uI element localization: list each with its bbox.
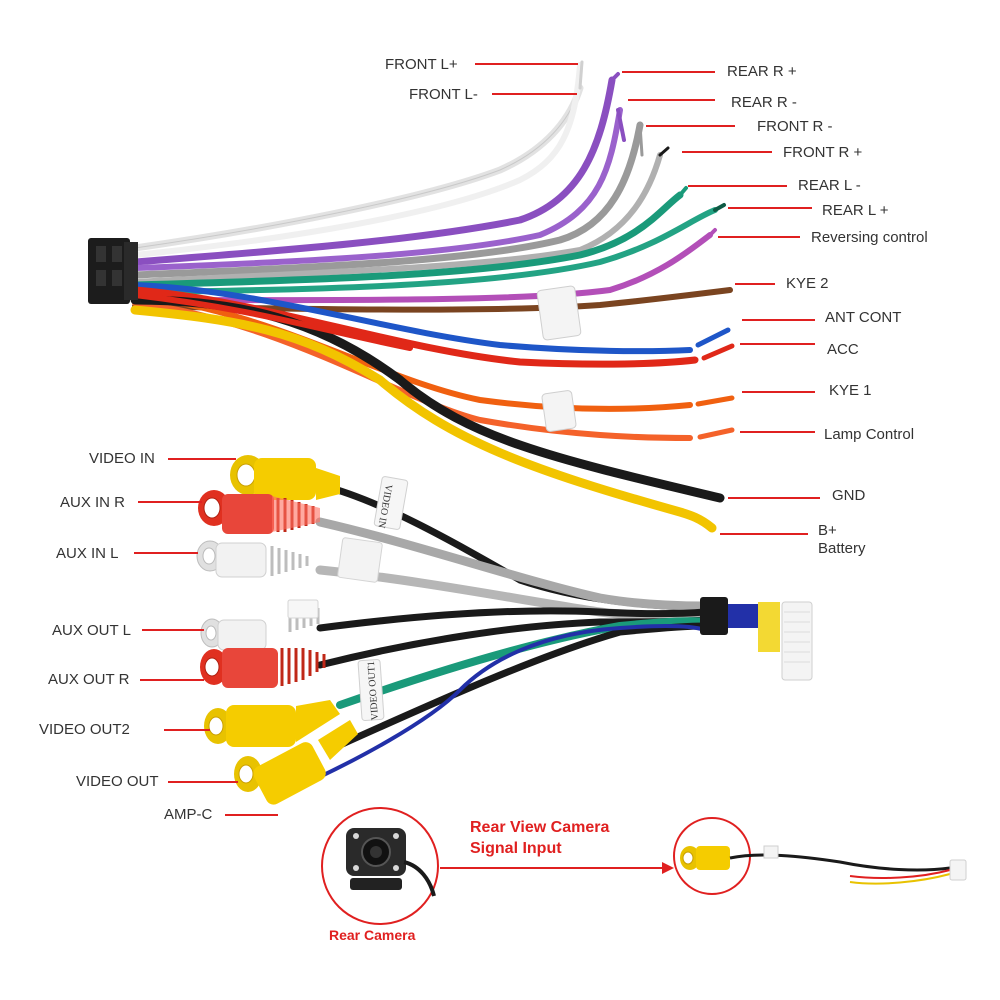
- camera-cable: [729, 845, 967, 885]
- label-video-out: VIDEO OUT: [76, 773, 159, 790]
- label-b-plus: B+: [818, 522, 837, 539]
- main-harness-wires: [130, 62, 735, 533]
- label-battery: Battery: [818, 540, 866, 557]
- wire-tags: [536, 285, 582, 432]
- wire-gnd: [130, 295, 725, 503]
- rca-tags: VIDEO IN VIDEO OUT1: [287, 476, 409, 721]
- label-rear-r-minus: REAR R -: [731, 94, 797, 111]
- rca-harness-wires: [278, 481, 710, 797]
- rca-plug-video-out2: [204, 700, 340, 747]
- wire-kye1: [132, 293, 693, 412]
- label-rear-r-plus: REAR R +: [727, 63, 797, 80]
- rca-plug-aux-in-r: [198, 490, 320, 534]
- label-rear-l-plus: REAR L +: [822, 202, 889, 219]
- video-out-tag: VIDEO OUT1: [366, 661, 381, 721]
- label-front-r-minus: FRONT R -: [757, 118, 833, 135]
- rca-plug-video-in: [230, 455, 340, 500]
- label-acc: ACC: [827, 341, 859, 358]
- camera-arrow-head: [662, 862, 674, 874]
- label-aux-out-r: AUX OUT R: [48, 671, 130, 688]
- wire-ant-cont: [132, 282, 693, 355]
- wire-front-r-plus: [132, 152, 663, 285]
- iso-connector: [88, 238, 138, 304]
- label-front-l-plus: FRONT L+: [385, 56, 458, 73]
- wire-front-l-minus: [132, 62, 583, 258]
- rca-plug-video-out: [234, 720, 358, 805]
- wire-front-r-minus: [131, 121, 644, 279]
- label-front-l-minus: FRONT L-: [409, 86, 478, 103]
- label-amp-c: AMP-C: [164, 806, 213, 823]
- label-aux-in-l: AUX IN L: [56, 545, 119, 562]
- camera-caption-line1: Rear View Camera: [470, 819, 610, 836]
- rca-plug-aux-out-r: [200, 648, 326, 688]
- label-kye2: KYE 2: [786, 275, 829, 292]
- label-gnd: GND: [832, 487, 866, 504]
- wire-rear-l-minus: [131, 191, 684, 289]
- rear-camera-label: Rear Camera: [329, 927, 416, 943]
- label-ant-cont: ANT CONT: [825, 309, 902, 326]
- rca-plug-aux-in-l: [196, 540, 309, 578]
- camera-caption-line2: Signal Input: [470, 840, 562, 857]
- wire-rear-l-plus: [132, 207, 718, 295]
- label-aux-in-r: AUX IN R: [60, 494, 126, 511]
- wire-rear-r-plus: [131, 76, 616, 266]
- wire-b-plus: [130, 305, 717, 533]
- label-video-in: VIDEO IN: [89, 450, 155, 467]
- label-front-r-plus: FRONT R +: [783, 144, 863, 161]
- wire-stubs: [578, 60, 726, 237]
- label-aux-out-l: AUX OUT L: [52, 622, 131, 639]
- label-reversing-control: Reversing control: [811, 229, 928, 246]
- label-lamp-control: Lamp Control: [824, 426, 915, 443]
- wire-rear-r-minus: [132, 107, 623, 271]
- rca-harness-connector: [700, 597, 813, 681]
- label-video-out2: VIDEO OUT2: [39, 721, 130, 738]
- label-rear-l-minus: REAR L -: [798, 177, 861, 194]
- rear-camera-circle: [321, 807, 439, 925]
- pointer-lines: [134, 63, 820, 869]
- label-kye1: KYE 1: [829, 382, 872, 399]
